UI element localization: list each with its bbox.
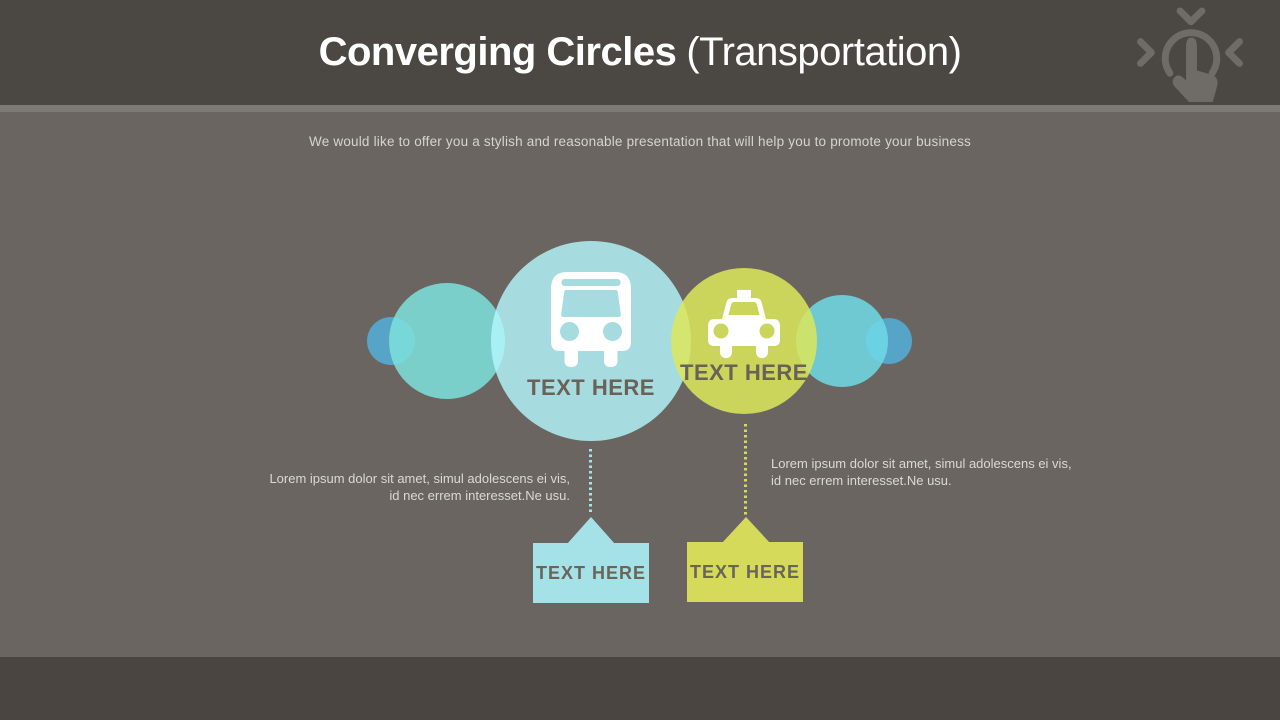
blue-callout-box: TEXT HERE	[533, 543, 649, 603]
taxi-dotted-connector	[744, 424, 747, 515]
chevron-down-icon	[1176, 7, 1206, 26]
footer-band	[0, 657, 1280, 720]
blue-callout-label: TEXT HERE	[535, 562, 646, 583]
taxi-icon	[708, 290, 780, 358]
blue-callout: TEXT HERE	[533, 517, 649, 603]
pointer-hand-icon	[1172, 37, 1218, 103]
yellow-callout-label: TEXT HERE	[689, 561, 800, 582]
chevron-right-icon	[1137, 38, 1155, 67]
bus-circle-label: TEXT HERE	[527, 375, 655, 400]
chevron-left-icon	[1225, 38, 1243, 67]
bus-note-line2: id nec errem interesset.Ne usu.	[389, 488, 570, 503]
header-divider	[0, 105, 1280, 112]
taxi-note-line1: Lorem ipsum dolor sit amet, simul adoles…	[771, 456, 1072, 471]
slide-subtitle: We would like to offer you a stylish and…	[309, 134, 971, 149]
taxi-circle-label: TEXT HERE	[680, 360, 808, 385]
bus-icon	[551, 272, 631, 367]
decor-circle-left-medium	[389, 283, 505, 399]
taxi-circle: TEXT HERE	[671, 268, 817, 414]
slide-title: Converging Circles(Transportation)	[0, 30, 1280, 75]
bus-note: Lorem ipsum dolor sit amet, simul adoles…	[250, 470, 570, 504]
blue-callout-pointer	[567, 517, 615, 544]
bus-circle: TEXT HERE	[491, 241, 691, 441]
bus-note-line1: Lorem ipsum dolor sit amet, simul adoles…	[269, 471, 570, 486]
bus-dotted-connector	[589, 449, 592, 515]
yellow-callout: TEXT HERE	[687, 517, 803, 602]
yellow-callout-pointer	[722, 517, 770, 543]
converging-tap-icon	[1137, 7, 1243, 103]
slide-title-main: Converging Circles	[318, 30, 677, 74]
slide-title-sub: (Transportation)	[686, 30, 962, 74]
circle-arc	[1161, 29, 1221, 77]
taxi-note: Lorem ipsum dolor sit amet, simul adoles…	[771, 455, 1101, 489]
yellow-callout-box: TEXT HERE	[687, 542, 803, 602]
taxi-note-line2: id nec errem interesset.Ne usu.	[771, 473, 952, 488]
header-band: Converging Circles(Transportation)	[0, 0, 1280, 105]
